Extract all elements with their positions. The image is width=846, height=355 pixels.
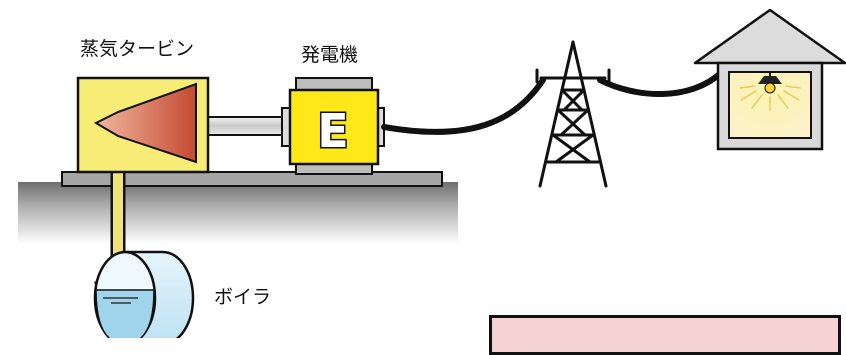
diagram-canvas: E xyxy=(18,8,846,338)
pink-caption-box xyxy=(489,315,841,355)
turbine-icon xyxy=(76,76,210,174)
ground xyxy=(18,171,458,244)
turbine-label: 蒸気タービン xyxy=(80,38,195,60)
generator-label: 発電機 xyxy=(301,44,359,66)
boiler-tank-icon xyxy=(93,250,195,338)
boiler-label: ボイラ xyxy=(214,286,272,308)
power-generation-diagram: E xyxy=(18,8,846,355)
light-bulb-icon xyxy=(739,72,801,111)
turbine-shaft xyxy=(207,116,293,136)
generator-letter: E xyxy=(317,104,348,158)
transmission-tower-icon xyxy=(535,40,611,188)
power-cable xyxy=(381,69,725,135)
